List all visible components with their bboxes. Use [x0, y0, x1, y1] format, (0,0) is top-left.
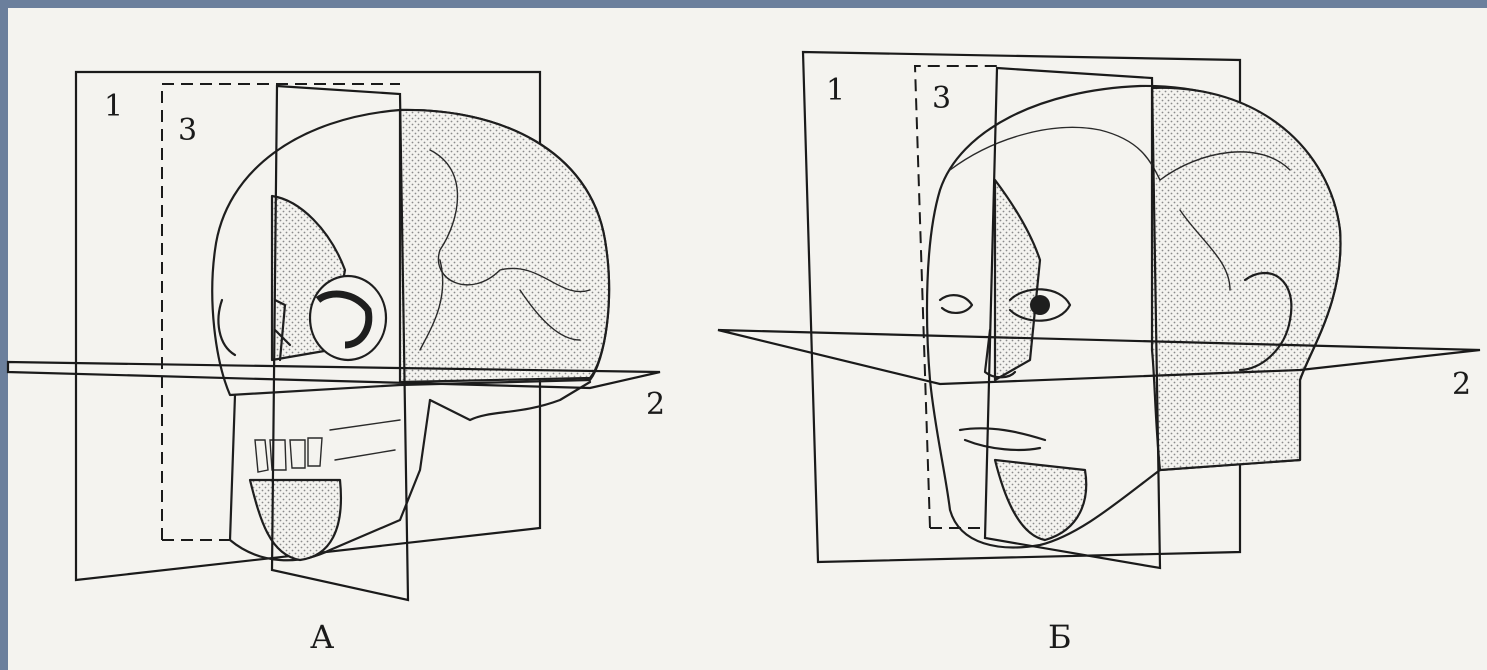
- figure-a-caption: А: [310, 618, 334, 656]
- figure-b-caption: Б: [1048, 618, 1072, 656]
- figure-a-label-3: 3: [178, 113, 197, 148]
- figure-a-label-2: 2: [646, 387, 665, 422]
- figure-b-label-1: 1: [826, 73, 845, 108]
- figure-a-label-1: 1: [104, 89, 123, 124]
- figure-b-label-3: 3: [932, 81, 951, 116]
- figure-b-label-2: 2: [1452, 367, 1471, 402]
